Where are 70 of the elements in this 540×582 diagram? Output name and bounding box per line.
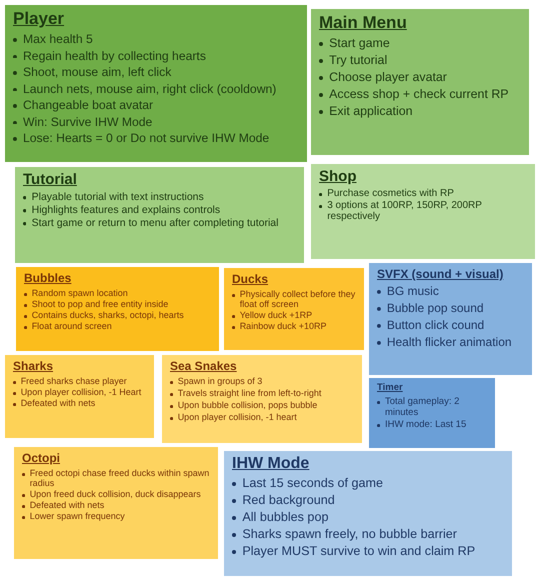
bullet-item: Contains ducks, sharks, octopi, hearts [32,310,184,320]
bullet-item: Float around screen [32,321,112,331]
card [369,378,495,448]
card-heading: Shop [319,168,356,185]
bullet-item: Shoot to pop and free entity inside [32,299,168,309]
bullet-item: 3 options at 100RP, 150RP, 200RP respectively [327,200,483,222]
bullet-item: Upon bubble collision, pops bubble [178,400,318,410]
bullet-item: Health flicker animation [386,335,512,349]
bullet-item: Lower spawn frequency [30,511,125,521]
card-heading: Tutorial [23,171,77,188]
bullet-item: Upon player collision, -1 heart [178,412,297,422]
card [15,167,304,263]
card [311,9,529,155]
card-heading: IHW Mode [232,455,310,473]
card-heading: Sharks [13,359,54,373]
card [5,5,307,162]
bullet-item: All bubbles pop [242,510,328,524]
card-heading: Octopi [22,451,60,465]
card-heading: Main Menu [319,13,407,33]
bullet-item: Yellow duck +1RP [240,310,312,320]
card [162,355,362,443]
bullet-item: Lose: Hearts = 0 or Do not survive IHW Mode [22,131,270,145]
bullet-item: Spawn in groups of 3 [178,376,262,386]
card [16,267,219,351]
card-heading: Sea Snakes [170,359,237,373]
card [224,451,512,576]
bullet-item: Freed sharks chase player [20,376,127,386]
bullet-item: Highlights features and explains controls [32,204,220,216]
bullet-item: Bubble pop sound [386,301,484,315]
bullet-item: Upon player collision, -1 Heart [20,387,142,397]
bullet-item: Random spawn location [32,288,128,298]
bullet-item: Red background [242,493,335,507]
bullet-item: BG music [386,284,439,298]
bullet-item: Freed octopi chase freed ducks within spawn radius [30,468,210,488]
card [369,263,532,375]
bullet-item: Launch nets, mouse aim, right click (cooldown) [22,82,276,96]
bullet-item: Regain health by collecting hearts [22,48,206,62]
bullet-item: Defeated with nets [20,398,96,408]
bullet-item: IHW mode: Last 15 [384,419,466,430]
bullet-item: Travels straight line from left-to-right [178,388,322,398]
bullet-item: Exit application [329,104,412,118]
bullet-item: Choose player avatar [329,70,447,84]
bullet-item: Playable tutorial with text instructions [32,191,204,203]
bullet-item: Purchase cosmetics with RP [327,188,454,199]
bullet-item: Upon freed duck collision, duck disappears [30,489,201,499]
card-heading: SVFX (sound + visual) [377,267,504,281]
bullet-item: Total gameplay: 2 minutes [384,396,460,418]
bullet-item: Sharks spawn freely, no bubble barrier [242,527,457,541]
bullet-item: Last 15 seconds of game [242,476,384,490]
card [224,268,364,350]
bullet-item: Shoot, mouse aim, left click [22,65,172,79]
card [14,447,218,559]
bullet-item: Access shop + check current RP [329,87,509,101]
bullet-item: Physically collect before they float off screen [240,289,356,309]
card-heading: Ducks [232,272,268,286]
bullet-item: Start game or return to menu after completing tutorial [32,217,278,229]
card-heading: Timer [377,382,403,393]
bullet-item: Rainbow duck +10RP [240,321,326,331]
bullet-item: Player MUST survive to win and claim RP [242,544,476,558]
bullet-item: Max health 5 [22,32,93,46]
card [311,164,535,259]
bullet-item: Defeated with nets [30,500,104,510]
card [5,355,154,438]
bullet-item: Changeable boat avatar [22,98,154,112]
bullet-item: Win: Survive IHW Mode [22,114,152,128]
bullet-item: Try tutorial [329,53,388,67]
card-heading: Player [13,9,64,29]
bullet-item: Start game [329,36,390,50]
card-heading: Bubbles [24,271,72,285]
bullet-item: Button click cound [386,318,484,332]
